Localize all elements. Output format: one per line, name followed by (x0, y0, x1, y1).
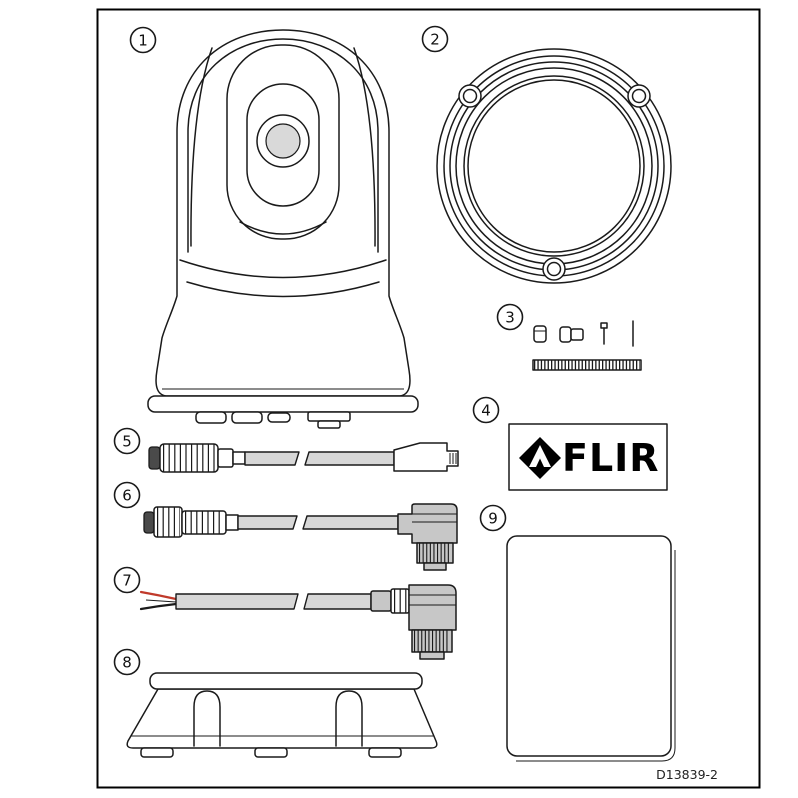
connector-nut (416, 542, 454, 564)
drawing-number: D13839-2 (656, 767, 718, 782)
cable-segment (244, 451, 300, 466)
callout-number: 7 (122, 571, 132, 589)
camera-base-plate (147, 395, 419, 413)
black-wire (139, 602, 178, 611)
callout-number: 6 (122, 486, 132, 504)
callout-1: 1 (129, 26, 157, 54)
cable-segment (303, 593, 372, 610)
flir-logo-icon (519, 437, 561, 479)
bracket-foot (254, 747, 288, 758)
document-illustration (506, 535, 676, 762)
rj45-plug (393, 442, 459, 472)
document-thickness-edge (516, 550, 676, 762)
elbow-fastener (559, 326, 572, 343)
cable-segment (304, 451, 395, 466)
gasket-ring-illustration (436, 48, 672, 284)
flir-label-illustration: FLIR (508, 423, 668, 491)
callout-3: 3 (496, 303, 524, 331)
red-wire (139, 590, 178, 601)
callout-number: 4 (481, 401, 491, 419)
callout-number: 3 (505, 308, 515, 326)
video-cable-illustration (143, 503, 458, 571)
callout-number: 8 (122, 653, 132, 671)
document-cover (506, 535, 672, 757)
bracket-arch (335, 690, 363, 747)
right-angle-connector (408, 584, 457, 631)
callout-7: 7 (113, 566, 141, 594)
callout-6: 6 (113, 481, 141, 509)
power-cable-illustration (139, 584, 457, 660)
bracket-body (126, 688, 438, 749)
cable-segment (302, 515, 399, 530)
bracket-top-rail (149, 672, 423, 690)
camera-bottom-connector (307, 411, 351, 422)
camera-illustration (147, 29, 419, 429)
callout-5: 5 (113, 427, 141, 455)
callout-number: 1 (138, 31, 148, 49)
bracket-foot (140, 747, 174, 758)
callout-number: 9 (488, 509, 498, 527)
bracket-illustration (126, 672, 438, 758)
spacer-fastener (533, 325, 547, 343)
cable-segment (237, 515, 298, 530)
bracket-foot (368, 747, 402, 758)
callout-2: 2 (421, 25, 449, 53)
flir-wordmark: FLIR (562, 436, 660, 480)
callout-8: 8 (113, 648, 141, 676)
bracket-arch (193, 690, 221, 747)
fastener-set-illustration (532, 320, 642, 371)
callout-9: 9 (479, 504, 507, 532)
callout-number: 5 (122, 432, 132, 450)
callout-4: 4 (472, 396, 500, 424)
network-cable-illustration (148, 442, 459, 473)
callout-number: 2 (430, 30, 440, 48)
cable-segment (175, 593, 299, 610)
